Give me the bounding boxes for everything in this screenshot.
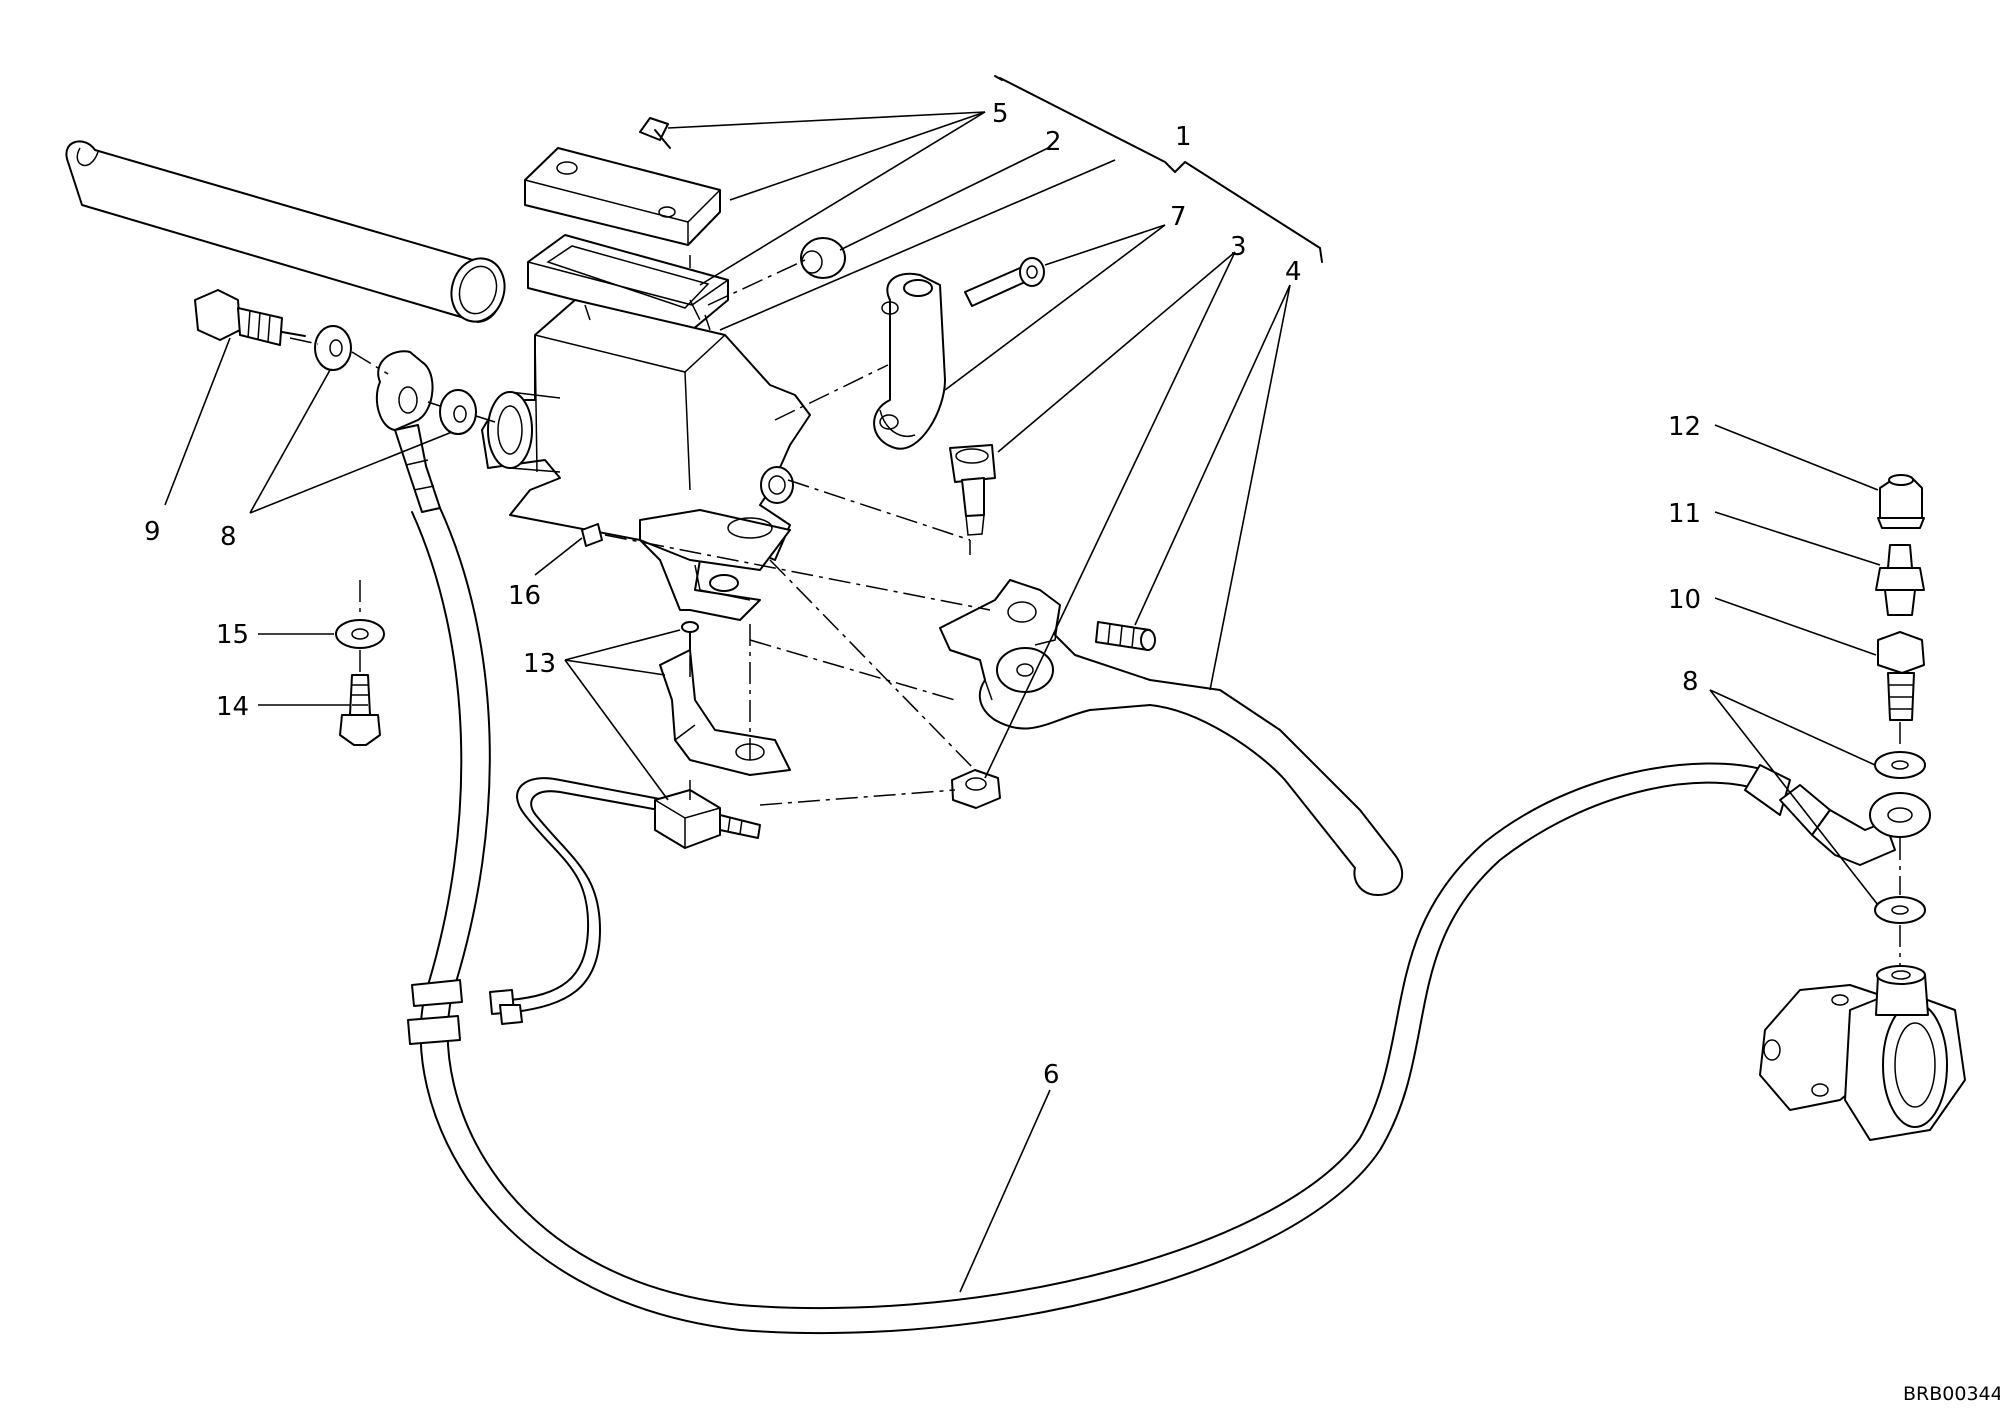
pivot-bolt <box>949 444 996 536</box>
assembly-lines <box>289 255 1901 965</box>
master-cylinder <box>481 299 811 621</box>
bleeder-valve <box>1875 544 1925 616</box>
washer-15 <box>335 619 385 649</box>
adjuster-screw <box>1095 621 1156 651</box>
assembly-brace <box>994 75 1323 263</box>
clutch-hose <box>407 507 1896 1335</box>
small-plug <box>581 523 603 547</box>
switch-bracket <box>659 649 791 776</box>
clamp-bolt <box>964 257 1045 307</box>
hose-banjo-fitting <box>375 350 441 513</box>
washer-left-2 <box>439 389 477 435</box>
clutch-switch <box>654 789 761 849</box>
callout-7: 7 <box>1170 202 1187 232</box>
washer-right-2 <box>1874 896 1926 924</box>
leader-lines <box>164 111 1881 1293</box>
seal-plug <box>800 237 846 279</box>
callout-10: 10 <box>1668 585 1701 615</box>
bleeder-cap <box>1877 474 1925 529</box>
callout-11: 11 <box>1668 499 1701 529</box>
callout-4: 4 <box>1285 257 1302 287</box>
handlebar <box>65 140 506 323</box>
callout-8-left: 8 <box>220 522 237 552</box>
callout-14: 14 <box>216 692 249 722</box>
callout-9: 9 <box>144 517 161 547</box>
clamp <box>873 272 946 450</box>
callout-labels: 5 2 1 7 3 4 9 8 16 13 15 14 6 12 11 10 8 <box>144 99 1701 1090</box>
callout-6: 6 <box>1043 1060 1060 1090</box>
banjo-bolt <box>194 289 306 346</box>
pivot-nut <box>951 769 1001 809</box>
callout-13: 13 <box>523 649 556 679</box>
reservoir-gasket <box>527 234 729 331</box>
banjo-fitting-right <box>1869 792 1931 838</box>
banjo-bolt-right <box>1877 631 1925 721</box>
drawing-code: BRB00344 <box>1903 1383 2000 1405</box>
clutch-switch-wire <box>489 777 671 1025</box>
reservoir-cover <box>524 117 721 246</box>
callout-1: 1 <box>1175 122 1192 152</box>
callout-5: 5 <box>992 99 1009 129</box>
washer-left-1 <box>314 325 352 371</box>
washer-right-1 <box>1874 751 1926 779</box>
callout-2: 2 <box>1045 127 1062 157</box>
callout-12: 12 <box>1668 412 1701 442</box>
callout-3: 3 <box>1230 232 1247 262</box>
callout-15: 15 <box>216 620 249 650</box>
switch-screw <box>681 621 699 651</box>
slave-cylinder <box>1759 965 1966 1141</box>
clutch-lever <box>939 579 1404 896</box>
callout-8-right: 8 <box>1682 667 1699 697</box>
callout-16: 16 <box>508 581 541 611</box>
bolt-14 <box>339 674 381 746</box>
